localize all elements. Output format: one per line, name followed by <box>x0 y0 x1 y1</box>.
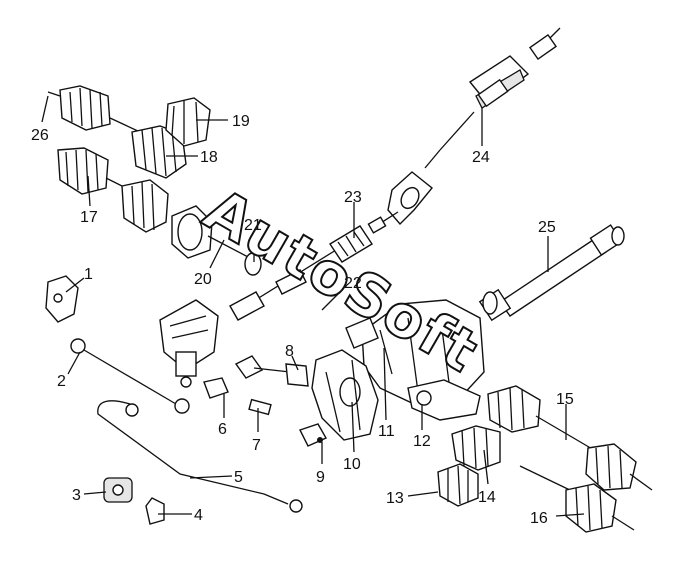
callout-17: 17 <box>80 209 98 226</box>
callout-24: 24 <box>472 149 490 166</box>
callout-26: 26 <box>31 127 49 144</box>
callout-3: 3 <box>72 487 81 504</box>
cv-boots-small <box>437 425 501 507</box>
callout-4: 4 <box>194 507 203 524</box>
callout-18: 18 <box>200 149 218 166</box>
callout-1: 1 <box>84 266 93 283</box>
callout-11: 11 <box>378 423 395 440</box>
steering-column <box>367 27 561 234</box>
callout-21: 21 <box>244 217 262 234</box>
stabilizer-bar <box>97 400 303 513</box>
pitman-arm <box>45 275 79 323</box>
drag-link <box>70 338 190 414</box>
stabilizer-bushing <box>103 477 133 503</box>
cv-axle-lower <box>57 147 262 276</box>
callout-25: 25 <box>538 219 556 236</box>
callout-20: 20 <box>194 271 212 288</box>
driveshaft <box>478 224 625 322</box>
bushing-clamp <box>145 497 165 525</box>
tie-rod-assembly <box>203 355 327 447</box>
callout-19: 19 <box>232 113 250 130</box>
callout-6: 6 <box>218 421 227 438</box>
front-axle-carrier <box>345 299 485 421</box>
cv-axle-upper <box>47 85 211 179</box>
callout-5: 5 <box>234 469 243 486</box>
callout-labels: 1 2 3 4 5 6 7 8 9 10 11 12 13 14 15 16 1… <box>31 113 574 527</box>
callout-8: 8 <box>285 343 294 360</box>
steering-knuckle <box>311 349 379 441</box>
callout-22: 22 <box>344 275 362 292</box>
callout-12: 12 <box>413 433 431 450</box>
callout-14: 14 <box>478 489 496 506</box>
callout-23: 23 <box>344 189 362 206</box>
callout-7: 7 <box>252 437 261 454</box>
cv-axle-right-lower <box>519 465 635 533</box>
callout-2: 2 <box>57 373 66 390</box>
callout-10: 10 <box>343 456 361 473</box>
cv-axle-right-upper <box>487 385 653 491</box>
callout-15: 15 <box>556 391 574 408</box>
callout-9: 9 <box>316 469 325 486</box>
callout-16: 16 <box>530 510 548 527</box>
callout-13: 13 <box>386 490 404 507</box>
intermediate-shaft <box>229 225 373 321</box>
steering-gear-box <box>159 299 219 388</box>
leader-lines <box>41 95 585 517</box>
